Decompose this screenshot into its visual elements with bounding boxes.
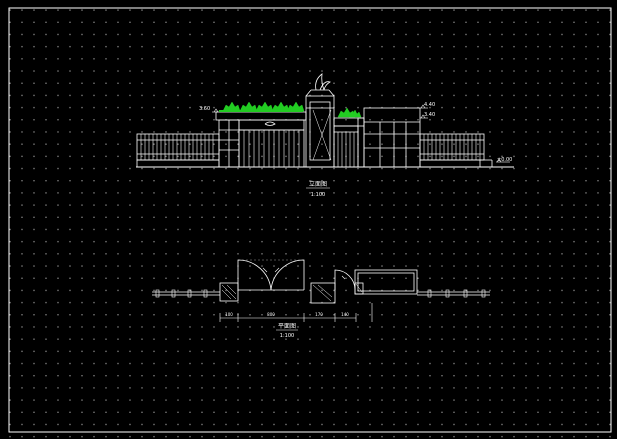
plan-labels: 100 800 170 140 平面图 1:100: [225, 312, 349, 339]
main-gate-doors: [237, 259, 305, 291]
elevation-view: [136, 73, 514, 168]
tree-icon: [286, 101, 305, 112]
level-markers: [212, 104, 510, 163]
guard-house: [363, 107, 421, 168]
drawing-frame: [8, 7, 612, 433]
guard-house-plan: [354, 269, 418, 295]
elevation-title: 立面图: [309, 180, 327, 188]
side-gate-door: [334, 269, 356, 291]
level-ground-label: ±0.00: [497, 157, 512, 163]
tree-icon: [271, 101, 290, 112]
dimension-label: 170: [315, 312, 323, 317]
plan-scale: 1:100: [280, 333, 294, 339]
level-left-label: 3.60: [199, 106, 210, 112]
level-right-mid-label: 3.40: [424, 112, 435, 118]
tree-icon: [222, 101, 241, 112]
side-gate: [333, 117, 365, 168]
left-fence: [136, 133, 220, 168]
plan-view: [152, 259, 490, 322]
left-pier: [219, 282, 239, 302]
dimension-label: 800: [267, 312, 275, 317]
tree-icon: [348, 109, 362, 118]
dimension-label: 140: [341, 312, 349, 317]
center-pier: [310, 282, 336, 304]
level-right-top-label: 4.40: [424, 102, 435, 108]
tree-icon: [239, 101, 258, 112]
dimension-line: [219, 303, 373, 322]
right-fence: [419, 133, 485, 168]
elevation-scale: 1:100: [311, 192, 325, 198]
plan-title: 平面图: [278, 323, 296, 330]
gate-tower: [305, 73, 335, 168]
greenery: [219, 101, 362, 118]
tree-icon: [255, 101, 274, 112]
dimension-label: 100: [225, 312, 233, 317]
main-gate-structure: [215, 111, 307, 168]
elevation-labels: 3.60 4.40 3.40 ±0.00 立面图 1:100: [199, 102, 512, 198]
